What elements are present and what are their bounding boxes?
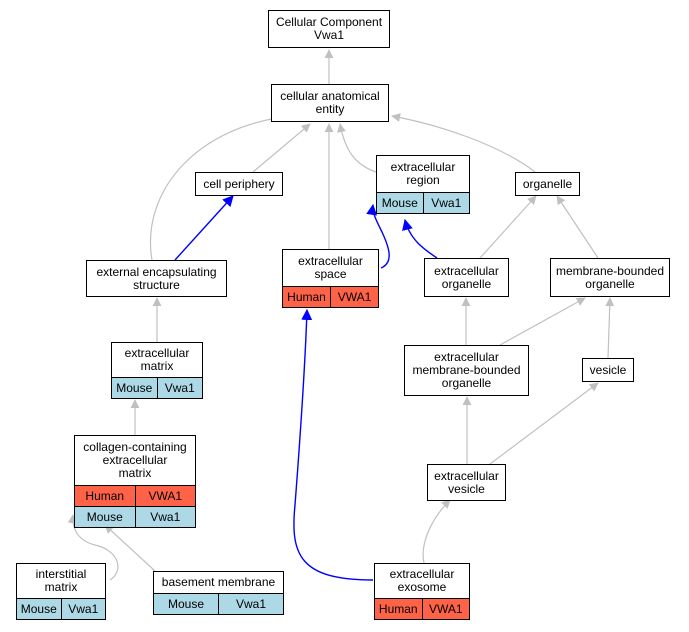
species-label: Human: [85, 489, 125, 503]
edge-region-to-cae: [337, 123, 377, 173]
node-title: cellular anatomical entity: [280, 89, 380, 116]
gene-label: Vwa1: [60, 599, 106, 619]
edge-external-partof-periphery: [174, 195, 234, 261]
edge-ec-organelle-to-organelle: [479, 195, 537, 259]
node-organelle[interactable]: organelle: [515, 172, 580, 196]
node-external-encapsulating-structure[interactable]: external encapsulating structure: [86, 260, 227, 297]
annotation-row-mouse: Mouse Vwa1: [377, 192, 469, 213]
node-extracellular-membrane-bounded-organelle[interactable]: extracellular membrane-bounded organelle: [404, 345, 529, 396]
node-title: extracellular organelle: [434, 263, 499, 291]
node-extracellular-exosome[interactable]: extracellular exosome Human VWA1: [374, 563, 470, 620]
node-basement-membrane[interactable]: basement membrane Mouse Vwa1: [153, 571, 284, 615]
annotation-row-mouse: Mouse Vwa1: [75, 506, 195, 527]
gene-label: VWA1: [421, 599, 470, 619]
species-label: Mouse: [86, 510, 123, 524]
annotation-row-human: Human VWA1: [75, 485, 195, 506]
node-title: Cellular Component Vwa1: [275, 15, 383, 42]
annotation-row-mouse: Mouse Vwa1: [154, 593, 283, 614]
node-membrane-bounded-organelle[interactable]: membrane-bounded organelle: [550, 258, 670, 297]
node-interstitial-matrix[interactable]: interstitial matrix Mouse Vwa1: [16, 563, 106, 620]
annotation-row-mouse: Mouse Vwa1: [112, 377, 202, 398]
edge-space-partof-region: [366, 203, 390, 269]
species-label: Mouse: [116, 381, 153, 395]
edge-ec-vesicle-to-vesicle: [489, 382, 599, 465]
node-title: basement membrane: [161, 575, 276, 589]
edge-exosome-partof-space: [293, 308, 374, 581]
edge-organelle-to-cae: [391, 113, 536, 173]
edge-vesicle-to-mb-organelle: [605, 297, 615, 359]
gene-label: VWA1: [134, 486, 196, 506]
node-cellular-component-root[interactable]: Cellular Component Vwa1: [268, 10, 390, 48]
node-extracellular-space[interactable]: extracellular space Human VWA1: [282, 249, 379, 308]
node-title: extracellular space: [298, 254, 363, 281]
edge-external-to-cae: [150, 110, 306, 261]
node-collagen-containing-extracellular-matrix[interactable]: collagen-containing extracellular matrix…: [74, 435, 196, 528]
node-vesicle[interactable]: vesicle: [582, 358, 634, 382]
node-title: interstitial matrix: [35, 567, 87, 594]
node-title: collagen-containing extracellular matrix: [83, 440, 187, 480]
edge-ec-organelle-partof-region: [402, 218, 438, 259]
species-label: Mouse: [167, 597, 205, 611]
edge-basement-to-collagen: [104, 524, 156, 572]
gene-label: Vwa1: [422, 193, 470, 213]
edge-exosome-to-ec-vesicle: [422, 499, 451, 564]
node-extracellular-matrix[interactable]: extracellular matrix Mouse Vwa1: [111, 342, 203, 399]
edge-ecmb-to-mb-organelle: [499, 297, 586, 346]
species-label: Human: [287, 290, 326, 304]
edge-periphery-to-cae: [252, 123, 311, 173]
node-extracellular-vesicle[interactable]: extracellular vesicle: [427, 464, 506, 501]
node-cellular-anatomical-entity[interactable]: cellular anatomical entity: [271, 84, 389, 122]
gene-label: Vwa1: [156, 378, 203, 398]
node-title: organelle: [522, 176, 573, 191]
node-title: extracellular membrane-bounded organelle: [412, 350, 521, 390]
species-label: Mouse: [381, 196, 418, 210]
node-title: vesicle: [589, 362, 627, 377]
annotation-row-human: Human VWA1: [283, 286, 378, 307]
node-title: external encapsulating structure: [96, 264, 217, 292]
node-title: extracellular region: [390, 160, 456, 187]
node-extracellular-organelle[interactable]: extracellular organelle: [424, 258, 509, 297]
gene-label: VWA1: [330, 287, 378, 307]
node-title: membrane-bounded organelle: [555, 263, 665, 291]
annotation-row-mouse: Mouse Vwa1: [17, 598, 105, 619]
species-label: Human: [378, 602, 418, 616]
node-title: extracellular vesicle: [434, 468, 499, 496]
gene-label: Vwa1: [218, 594, 283, 614]
annotation-row-human: Human VWA1: [375, 598, 469, 619]
node-title: extracellular matrix: [124, 346, 190, 373]
species-label: Mouse: [20, 602, 57, 616]
node-extracellular-region[interactable]: extracellular region Mouse Vwa1: [376, 155, 470, 214]
node-title: extracellular exosome: [389, 567, 455, 594]
edge-interstitial-to-collagen: [67, 514, 119, 581]
node-title: cell periphery: [203, 176, 275, 191]
gene-label: Vwa1: [134, 507, 196, 527]
node-cell-periphery[interactable]: cell periphery: [195, 172, 283, 196]
edge-mb-organelle-to-organelle: [556, 195, 599, 259]
